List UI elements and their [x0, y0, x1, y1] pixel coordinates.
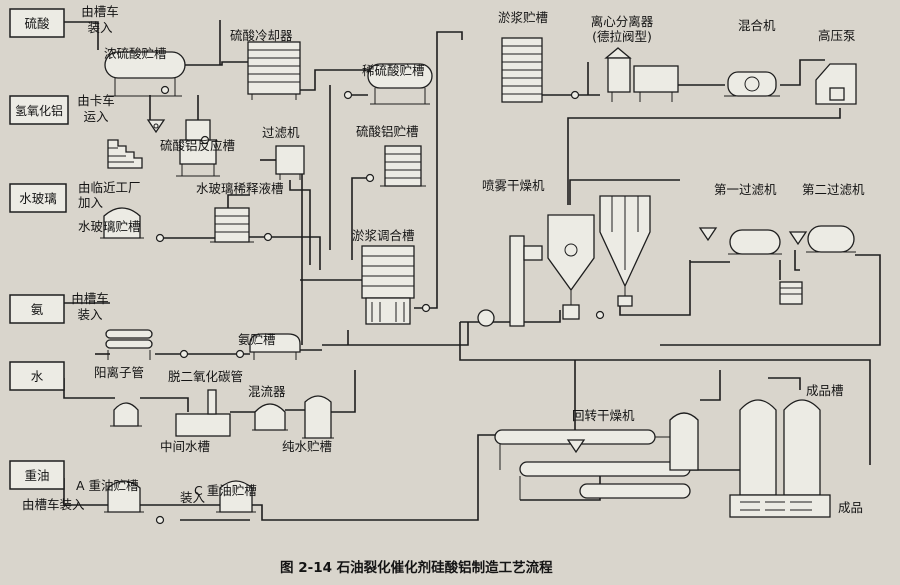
raw-water-glass-label: 水玻璃	[19, 191, 57, 206]
label-hp-pump: 高压泵	[818, 28, 856, 43]
label-acid-cooler: 硫酸冷却器	[230, 28, 293, 43]
label-al-sulfate-reactor: 硫酸铝反应槽	[160, 138, 235, 153]
valve-5	[155, 233, 165, 243]
valve-7	[179, 349, 189, 359]
label-product: 成品	[838, 500, 863, 515]
valve-2	[200, 135, 210, 145]
conc-acid-tank	[104, 51, 186, 97]
label-slurry-storage: 淤浆贮槽	[498, 10, 548, 25]
valve-8	[235, 349, 245, 359]
source-heavy-oil-tank-car: 由槽车装入	[22, 497, 85, 512]
mixing-device	[252, 403, 288, 431]
source-notes: 由槽车装入 由卡车运入 由临近工厂加入 由槽车装入 由槽车装入 装入	[22, 4, 206, 512]
ammonia-tank	[249, 333, 301, 360]
raw-aluminum-hydroxide-box: 氢氧化铝	[9, 95, 69, 125]
raw-water-box: 水	[9, 361, 65, 391]
raw-material-boxes: 硫酸 氢氧化铝 水玻璃 氨 水 重油	[9, 8, 69, 490]
al-sulfate-reactor	[176, 119, 220, 177]
raw-sulfuric-acid-box: 硫酸	[9, 8, 65, 38]
valve-9	[421, 303, 431, 313]
label-al-sulfate-tank: 硫酸铝贮槽	[356, 124, 419, 139]
label-water-glass-tank: 水玻璃贮槽	[78, 219, 141, 234]
raw-heavy-oil-label: 重油	[24, 468, 49, 483]
label-spray-dryer: 喷雾干燥机	[482, 178, 545, 193]
label-rotary-dryer: 回转干燥机	[572, 408, 635, 423]
source-truck: 由卡车运入	[77, 93, 115, 124]
high-pressure-pump	[815, 63, 857, 105]
raw-water-glass-box: 水玻璃	[9, 183, 67, 213]
label-decarb-tube: 脱二氧化碳管	[168, 369, 243, 384]
label-wg-dilution: 水玻璃稀释液槽	[196, 181, 284, 196]
raw-aluminum-hydroxide-label: 氢氧化铝	[15, 103, 63, 118]
raw-heavy-oil-box: 重油	[9, 460, 65, 490]
cyclone-separators	[599, 195, 651, 307]
centrifuge-unit	[604, 47, 679, 102]
water-softener-tank	[110, 402, 142, 427]
source-nearby-plant: 由临近工厂加入	[78, 180, 141, 210]
label-product-tank: 成品槽	[806, 383, 844, 398]
label-dilute-acid-tank: 稀硫酸贮槽	[362, 63, 425, 78]
product-tanks	[729, 399, 831, 518]
label-filter-2: 第二过滤机	[802, 182, 865, 197]
label-filter-1: 第一过滤机	[714, 182, 777, 197]
valve-12	[155, 515, 165, 525]
source-tank-car-ammonia: 由槽车装入	[71, 291, 109, 322]
label-pure-water-tank: 纯水贮槽	[282, 439, 332, 454]
label-mixing-device: 混流器	[248, 384, 286, 399]
label-conc-acid-tank: 浓硫酸贮槽	[104, 46, 167, 61]
label-centrifuge: 离心分离器(德拉阀型)	[591, 14, 654, 44]
valve-11	[595, 310, 605, 320]
filter-2	[788, 225, 856, 253]
rotary-dryer	[494, 412, 699, 500]
raw-ammonia-box: 氨	[9, 294, 65, 324]
label-intermediate-tank: 中间水槽	[160, 439, 210, 454]
equipment	[100, 37, 857, 518]
label-oil-tank-a: A 重油贮槽	[76, 478, 139, 493]
spray-feed-pump	[477, 309, 495, 327]
label-mixer: 混合机	[738, 18, 776, 33]
al-sulfate-tank	[380, 145, 426, 187]
label-ammonia-tank: 氨贮槽	[238, 332, 276, 347]
spray-dryer	[509, 214, 595, 327]
label-slurry-mix: 淤浆调合槽	[352, 228, 415, 243]
valve-1	[160, 85, 170, 95]
source-loading: 装入	[180, 490, 206, 505]
slurry-storage-tank	[501, 37, 543, 103]
valve-4	[365, 173, 375, 183]
label-filter: 过滤机	[262, 125, 300, 140]
label-cation-tube: 阳离子管	[94, 365, 144, 380]
filter-1-tank	[779, 281, 803, 305]
raw-sulfuric-acid-label: 硫酸	[24, 16, 50, 31]
acid-cooler	[247, 41, 301, 100]
label-oil-tank-c: C 重油贮槽	[194, 483, 257, 498]
figure-caption: 图 2-14 石油裂化催化剂硅酸铝制造工艺流程	[280, 559, 553, 576]
mixer-unit	[724, 71, 780, 97]
valve-3	[343, 90, 353, 100]
water-glass-tank	[100, 207, 144, 239]
heavy-oil-tank-a	[104, 480, 144, 513]
dilute-acid-tank	[367, 63, 433, 105]
filter-unit	[275, 145, 305, 180]
intermediate-water-tank	[175, 389, 231, 437]
hopper-icon	[146, 119, 166, 134]
pure-water-tank	[302, 395, 334, 439]
valves	[155, 85, 605, 525]
raw-water-label: 水	[31, 369, 44, 384]
filter-1	[698, 227, 782, 255]
equipment-labels: 浓硫酸贮槽 硫酸冷却器 稀硫酸贮槽 硫酸铝反应槽 过滤机 硫酸铝贮槽 水玻璃贮槽…	[76, 10, 865, 515]
cation-tube	[105, 329, 153, 360]
source-tank-car-acid: 由槽车装入	[81, 4, 119, 35]
water-glass-dilution-tank	[210, 207, 254, 243]
raw-ammonia-label: 氨	[31, 302, 44, 317]
valve-6	[263, 232, 273, 242]
aluminum-hydroxide-pile	[107, 139, 143, 169]
heavy-oil-tank-c	[216, 480, 256, 513]
slurry-mixing-tank	[361, 245, 415, 325]
valve-10	[570, 90, 580, 100]
